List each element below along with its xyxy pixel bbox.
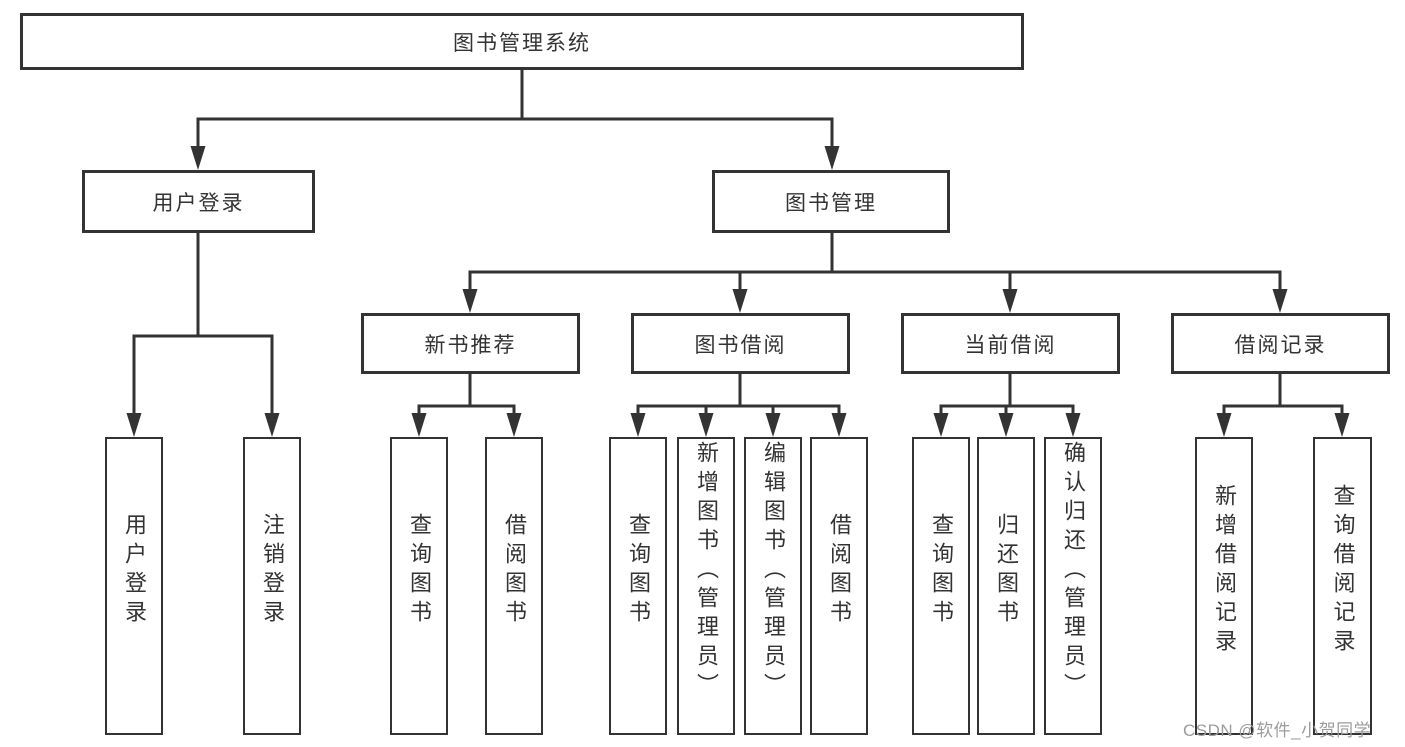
leaf-borrow-book: 借阅图书 [810,437,868,735]
node-root: 图书管理系统 [20,13,1024,70]
leaf-borrow-books-recommend-label: 借阅图书 [502,513,527,629]
leaf-confirm-return-admin: 确认归还（管理员） [1044,437,1102,735]
leaf-borrow-books-recommend: 借阅图书 [485,437,543,735]
connector-user-login-children [126,233,280,437]
connector-borrow-records-children [1216,374,1350,437]
leaf-logout: 注销登录 [243,437,301,735]
leaf-user-login: 用户登录 [105,437,163,735]
connector-current-borrow-children [933,374,1081,437]
csdn-watermark: CSDN @软件_小贺同学 [1183,721,1372,740]
node-book-management-label: 图书管理 [785,191,877,215]
node-borrow-records: 借阅记录 [1171,313,1390,374]
leaf-return-book: 归还图书 [977,437,1035,735]
node-current-borrow-label: 当前借阅 [964,333,1057,357]
leaf-edit-book-admin: 编辑图书（管理员） [744,437,802,735]
node-book-borrow-label: 图书借阅 [694,333,787,357]
connector-new-book-recommend-children [411,374,522,437]
connector-book-management-children [462,233,1288,313]
leaf-add-book-admin: 新增图书（管理员） [677,437,735,735]
leaf-query-borrow-record: 查询借阅记录 [1313,437,1372,735]
leaf-add-book-admin-label: 新增图书（管理员） [694,440,719,702]
leaf-confirm-return-admin-label: 确认归还（管理员） [1061,440,1086,702]
leaf-add-borrow-record: 新增借阅记录 [1195,437,1253,735]
leaf-query-books-recommend: 查询图书 [390,437,448,735]
node-borrow-records-label: 借阅记录 [1234,333,1327,357]
connector-root-to-level2 [190,70,840,170]
leaf-query-books-borrow: 查询图书 [609,437,667,735]
leaf-user-login-label: 用户登录 [122,513,147,629]
connector-book-borrow-children [630,374,847,437]
node-user-login-label: 用户登录 [152,191,245,215]
leaf-logout-label: 注销登录 [260,513,285,629]
leaf-query-borrow-record-label: 查询借阅记录 [1330,484,1356,658]
leaf-query-books-borrow-label: 查询图书 [626,513,651,629]
leaf-return-book-label: 归还图书 [994,513,1019,629]
node-user-login: 用户登录 [82,170,315,233]
node-book-borrow: 图书借阅 [631,313,850,374]
leaf-query-books-recommend-label: 查询图书 [407,513,432,629]
node-new-book-recommend: 新书推荐 [361,313,580,374]
leaf-query-books-current-label: 查询图书 [929,513,954,629]
leaf-query-books-current: 查询图书 [912,437,970,735]
node-current-borrow: 当前借阅 [901,313,1120,374]
leaf-borrow-book-label: 借阅图书 [827,513,852,629]
leaf-add-borrow-record-label: 新增借阅记录 [1212,484,1237,658]
leaf-edit-book-admin-label: 编辑图书（管理员） [761,440,786,702]
node-root-label: 图书管理系统 [453,31,591,55]
node-book-management: 图书管理 [712,170,950,233]
node-new-book-recommend-label: 新书推荐 [424,333,517,357]
